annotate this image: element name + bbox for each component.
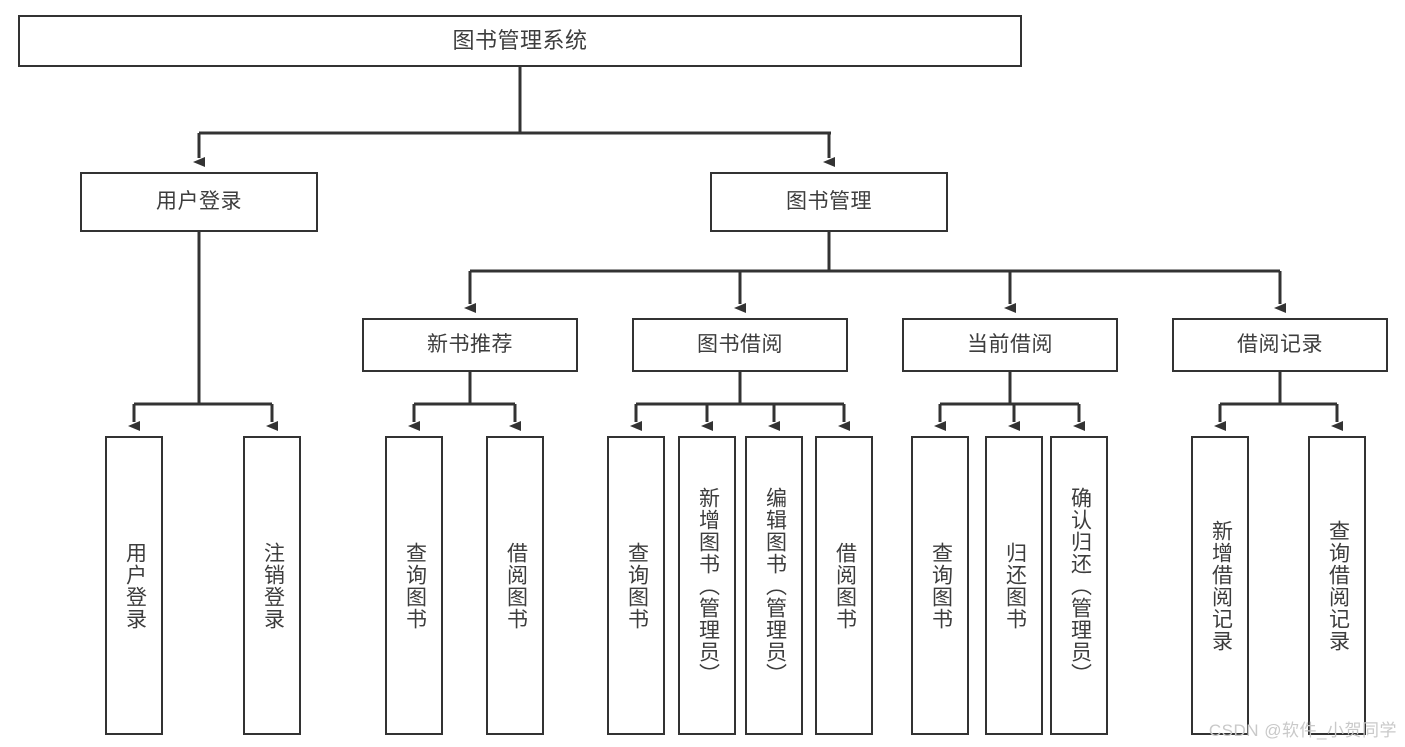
- node-leaf-query-book-2-label: 查询图书: [625, 541, 649, 630]
- node-user-login[interactable]: 用户登录: [80, 172, 318, 232]
- node-new-book-recommend-label: 新书推荐: [427, 333, 513, 357]
- node-leaf-edit-book-label: 编辑图书（管理员）: [763, 486, 787, 685]
- node-leaf-query-record[interactable]: 查询借阅记录: [1308, 436, 1366, 735]
- node-leaf-borrow-book-2-label: 借阅图书: [833, 541, 857, 630]
- watermark: CSDN @软件_小贺同学: [1208, 721, 1397, 740]
- node-leaf-query-book-1-label: 查询图书: [403, 541, 427, 630]
- node-new-book-recommend[interactable]: 新书推荐: [362, 318, 578, 372]
- node-root[interactable]: 图书管理系统: [18, 15, 1022, 67]
- node-leaf-borrow-book-1-label: 借阅图书: [504, 541, 528, 630]
- node-leaf-logout[interactable]: 注销登录: [243, 436, 301, 735]
- node-borrow-record[interactable]: 借阅记录: [1172, 318, 1388, 372]
- node-current-borrow[interactable]: 当前借阅: [902, 318, 1118, 372]
- node-book-manage[interactable]: 图书管理: [710, 172, 948, 232]
- node-leaf-add-record[interactable]: 新增借阅记录: [1191, 436, 1249, 735]
- node-leaf-return-book-label: 归还图书: [1003, 541, 1027, 630]
- node-leaf-query-book-3[interactable]: 查询图书: [911, 436, 969, 735]
- node-leaf-user-login[interactable]: 用户登录: [105, 436, 163, 735]
- node-leaf-confirm-return[interactable]: 确认归还（管理员）: [1050, 436, 1108, 735]
- node-leaf-return-book[interactable]: 归还图书: [985, 436, 1043, 735]
- node-leaf-user-login-label: 用户登录: [123, 541, 147, 630]
- node-leaf-borrow-book-2[interactable]: 借阅图书: [815, 436, 873, 735]
- node-leaf-edit-book[interactable]: 编辑图书（管理员）: [745, 436, 803, 735]
- node-leaf-confirm-return-label: 确认归还（管理员）: [1068, 486, 1092, 685]
- node-book-borrow-label: 图书借阅: [697, 333, 783, 357]
- node-leaf-add-book[interactable]: 新增图书（管理员）: [678, 436, 736, 735]
- node-leaf-query-record-label: 查询借阅记录: [1326, 519, 1350, 652]
- node-leaf-logout-label: 注销登录: [261, 541, 285, 630]
- node-user-login-label: 用户登录: [156, 190, 242, 214]
- node-book-manage-label: 图书管理: [786, 190, 872, 214]
- node-root-label: 图书管理系统: [452, 27, 588, 53]
- node-leaf-add-record-label: 新增借阅记录: [1209, 519, 1233, 652]
- node-borrow-record-label: 借阅记录: [1237, 333, 1323, 357]
- node-leaf-query-book-1[interactable]: 查询图书: [385, 436, 443, 735]
- node-leaf-add-book-label: 新增图书（管理员）: [696, 486, 720, 685]
- node-leaf-query-book-2[interactable]: 查询图书: [607, 436, 665, 735]
- node-leaf-query-book-3-label: 查询图书: [929, 541, 953, 630]
- node-book-borrow[interactable]: 图书借阅: [632, 318, 848, 372]
- node-current-borrow-label: 当前借阅: [967, 333, 1053, 357]
- node-leaf-borrow-book-1[interactable]: 借阅图书: [486, 436, 544, 735]
